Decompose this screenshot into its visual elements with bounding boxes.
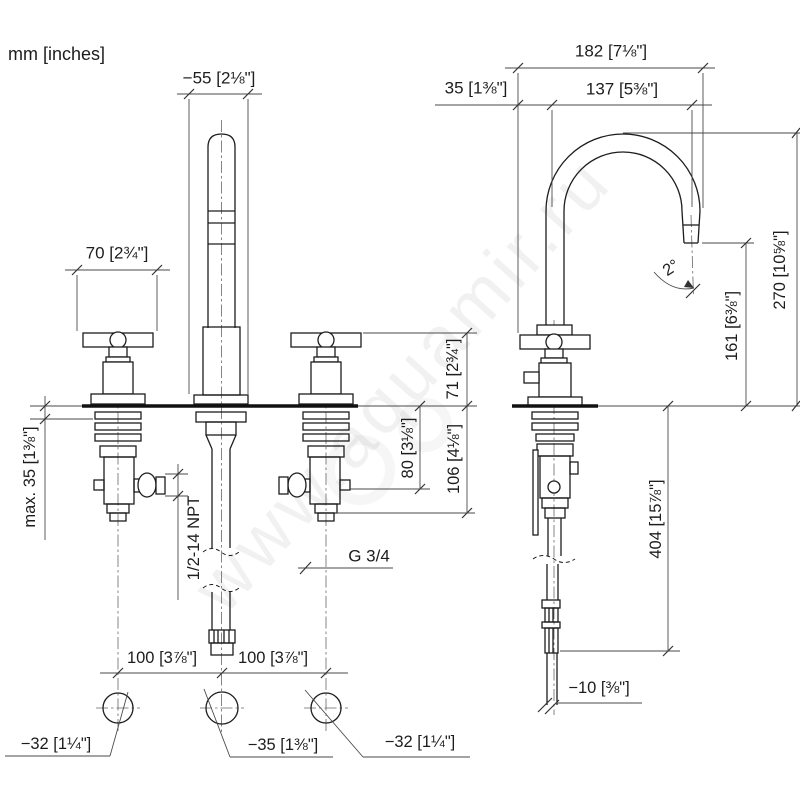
connection-hose xyxy=(537,564,561,715)
side-valve xyxy=(519,324,591,563)
right-valve xyxy=(278,331,362,522)
watermark-blotch xyxy=(398,398,452,452)
mounting-holes xyxy=(102,691,342,725)
dim-outlet-height: 161 [6⅜"] xyxy=(723,291,741,361)
dim-spout-reach: 137 [5⅜"] xyxy=(586,80,658,99)
dim-hose-length: 404 [15⅞"] xyxy=(647,479,665,558)
dim-handle-offset: 35 [1⅜"] xyxy=(445,79,508,98)
dim-hole-spacing-left: 100 [3⅞"] xyxy=(127,649,197,667)
dim-spout-base-dia: −55 [2⅛"] xyxy=(183,69,256,88)
dim-overall-width: 182 [7⅛"] xyxy=(575,42,647,61)
dim-outlet-angle: 2° xyxy=(659,256,682,280)
watermark-blotch xyxy=(325,435,395,505)
label-hole-dia-left: −32 [1¼"] xyxy=(21,735,92,753)
left-valve xyxy=(82,331,166,522)
units-note: mm [inches] xyxy=(8,44,105,64)
dim-max-deck-thickness: max. 35 [1⅜"] xyxy=(21,426,39,527)
label-supply-thread: 1/2-14 NPT xyxy=(185,496,203,580)
dim-hole-spacing-right: 100 [3⅞"] xyxy=(238,649,308,667)
angle-arrowhead xyxy=(684,280,694,288)
dim-connection-depth: 106 [4⅛"] xyxy=(445,424,463,494)
side-view: 182 [7⅛"] 35 [1⅜"] 137 [5⅜"] 270 [10⅝"] … xyxy=(435,42,800,715)
mounting-deck-front xyxy=(30,404,477,420)
front-view: −55 [2⅛"] 70 [2¾"] max. 35 [1⅜"] 71 [2¾"… xyxy=(5,69,694,758)
dim-outlet-depth: 80 [3⅛"] xyxy=(399,418,417,479)
label-spout-thread: G 3/4 xyxy=(348,547,390,566)
dim-handle-height: 71 [2¾"] xyxy=(444,339,462,400)
label-hole-dia-center: −35 [1⅜"] xyxy=(248,736,319,754)
dim-handle-width: 70 [2¾"] xyxy=(86,244,149,263)
label-hose-dia: −10 [⅜"] xyxy=(568,679,629,697)
label-hole-dia-right: −32 [1¼"] xyxy=(385,733,456,751)
front-dimensions: −55 [2⅛"] 70 [2¾"] max. 35 [1⅜"] 71 [2¾"… xyxy=(5,69,477,758)
dim-overall-height: 270 [10⅝"] xyxy=(771,230,789,309)
side-dimensions: 182 [7⅛"] 35 [1⅜"] 137 [5⅜"] 270 [10⅝"] … xyxy=(435,42,800,704)
center-spout xyxy=(193,133,249,656)
